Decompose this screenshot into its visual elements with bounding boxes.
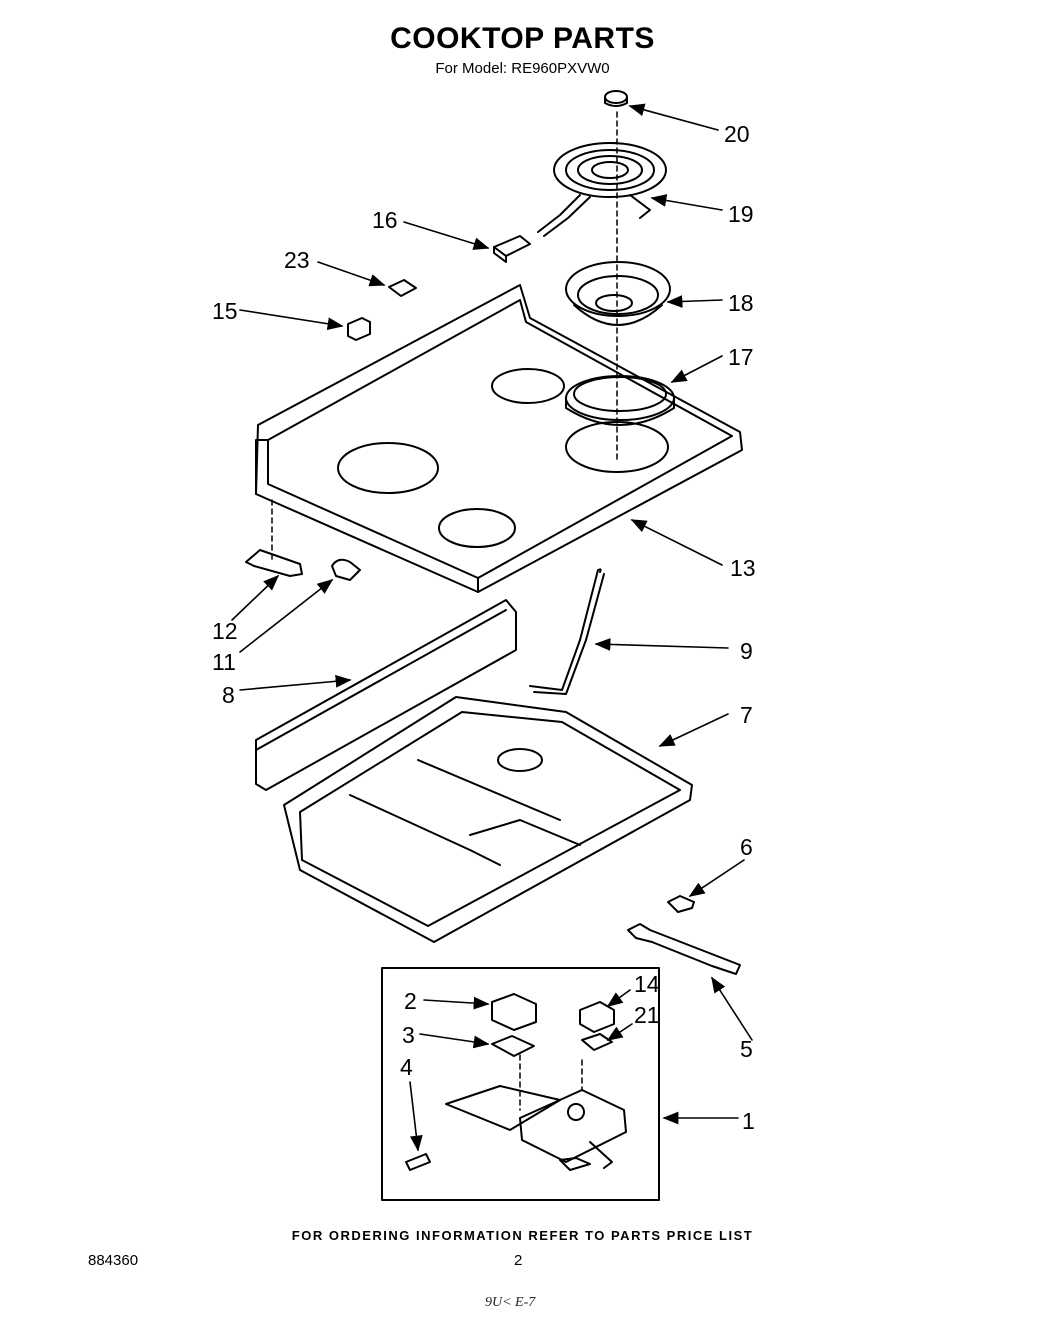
part-6-clip <box>667 895 695 913</box>
handwritten-mark: 9U< E-7 <box>485 1295 536 1310</box>
part-23-clip <box>388 279 417 297</box>
callout-9: 9 <box>740 638 753 664</box>
callout-6: 6 <box>740 834 753 860</box>
part-12-hinge <box>245 549 303 577</box>
callout-14: 14 <box>634 971 660 997</box>
part-14-switch <box>579 1001 615 1033</box>
part-7-lower-pan <box>283 696 693 943</box>
part-11-bracket <box>331 558 361 581</box>
callout-8: 8 <box>222 682 235 708</box>
callout-20: 20 <box>724 121 750 147</box>
part-1-control-assembly <box>445 1085 627 1171</box>
model-subtitle: For Model: RE960PXVW0 <box>435 60 610 77</box>
callout-leaders <box>231 103 753 1152</box>
part-15-bracket <box>347 317 371 341</box>
callout-1: 1 <box>742 1108 755 1134</box>
part-19-surface-element <box>537 142 667 237</box>
callout-11: 11 <box>212 649 236 675</box>
document-number: 884360 <box>88 1252 139 1269</box>
callout-13: 13 <box>730 555 756 581</box>
callout-23: 23 <box>284 247 310 273</box>
callout-2: 2 <box>404 988 417 1014</box>
callout-16: 16 <box>372 207 398 233</box>
ordering-note: FOR ORDERING INFORMATION REFER TO PARTS … <box>291 1228 754 1243</box>
part-16-terminal-block <box>493 235 531 263</box>
page-number: 2 <box>514 1252 523 1269</box>
callout-4: 4 <box>400 1054 413 1080</box>
part-17-trim-ring <box>565 375 675 426</box>
part-20-cap <box>604 90 628 107</box>
part-4-label <box>405 1153 431 1171</box>
part-8-panel <box>255 599 517 791</box>
part-9-rod <box>529 568 605 695</box>
switch-assembly-box <box>381 967 660 1201</box>
callout-21: 21 <box>634 1002 660 1028</box>
part-2-switch <box>491 993 537 1031</box>
page-title: COOKTOP PARTS <box>390 22 655 55</box>
callout-5: 5 <box>740 1036 753 1062</box>
callout-3: 3 <box>402 1022 415 1048</box>
callout-18: 18 <box>728 290 754 316</box>
callout-12: 12 <box>212 618 238 644</box>
callout-15: 15 <box>212 298 238 324</box>
callout-17: 17 <box>728 344 754 370</box>
part-5-bracket <box>627 923 741 975</box>
part-13-cooktop <box>255 284 743 593</box>
assembly-guides <box>271 111 618 1111</box>
callout-7: 7 <box>740 702 753 728</box>
part-18-drip-bowl <box>565 261 671 326</box>
callout-19: 19 <box>728 201 754 227</box>
part-3-gasket <box>491 1035 535 1057</box>
part-21-gasket <box>581 1033 613 1051</box>
